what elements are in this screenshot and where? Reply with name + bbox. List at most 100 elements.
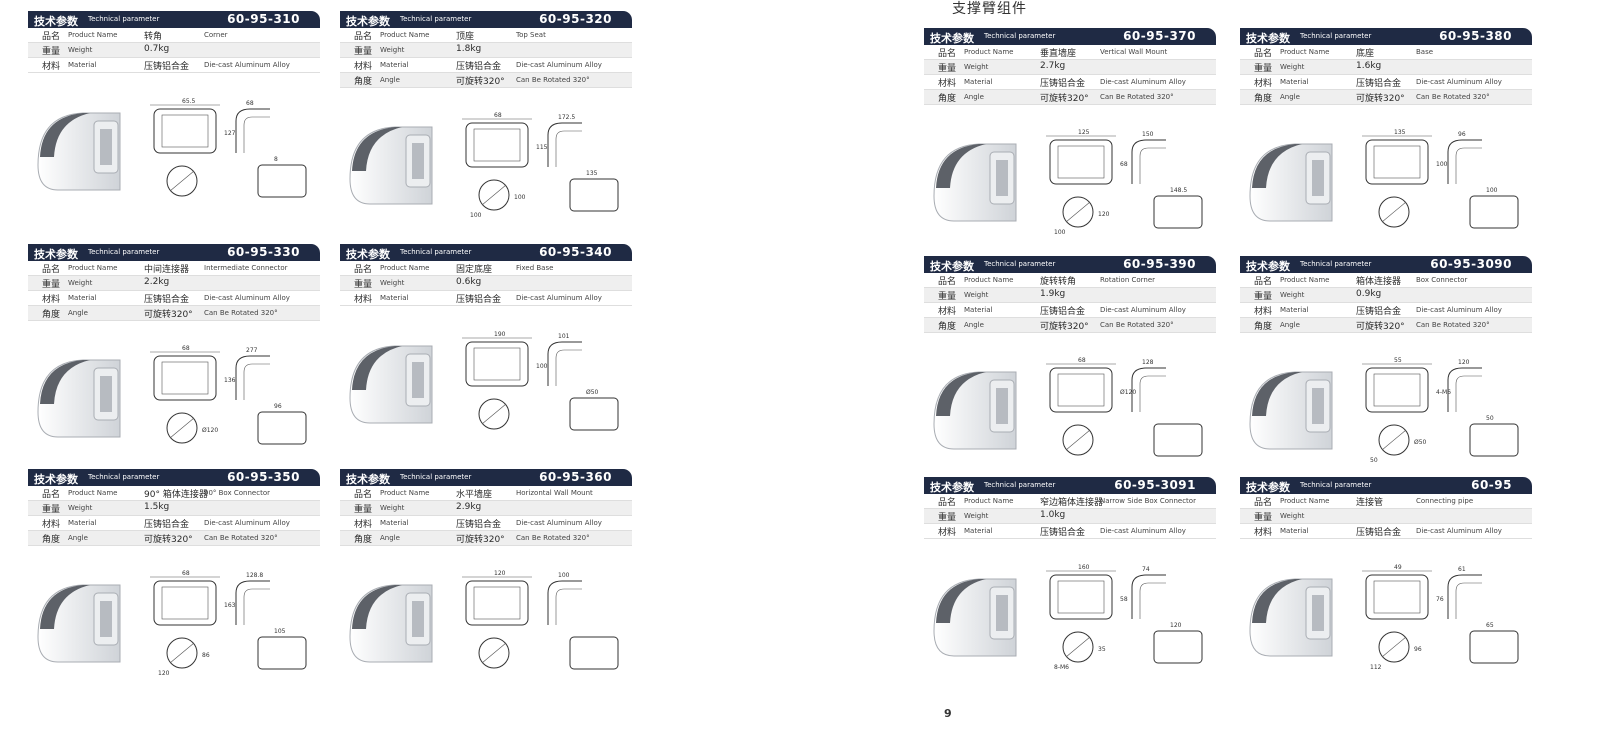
label-zh: 材料 <box>1254 528 1273 538</box>
weight-value: 1.6kg <box>1356 61 1382 71</box>
product-photo <box>37 112 121 191</box>
material-en: Die-cast Aluminum Alloy <box>1416 78 1502 86</box>
dimension-label: 100 <box>536 363 548 370</box>
header-en: Technical parameter <box>1300 260 1372 268</box>
label-zh: 角度 <box>42 535 61 545</box>
product-photo <box>37 584 121 663</box>
model-number: 60-95-3091 <box>1114 478 1196 492</box>
dimension-label: 172.5 <box>558 114 575 121</box>
header-en: Technical parameter <box>984 260 1056 268</box>
weight-value: 1.5kg <box>144 502 170 512</box>
label-zh: 品名 <box>354 265 373 275</box>
label-en: Material <box>380 61 409 69</box>
label-en: Angle <box>964 93 984 101</box>
angle-zh: 可旋转320° <box>1040 322 1089 332</box>
dimension-label: 120 <box>1170 622 1182 629</box>
label-zh: 角度 <box>354 77 373 87</box>
label-zh: 品名 <box>938 498 957 508</box>
dimension-label: 8 <box>274 156 278 163</box>
dimension-label: 100 <box>1054 229 1066 236</box>
label-en: Angle <box>964 321 984 329</box>
label-en: Product Name <box>68 489 118 497</box>
label-en: Weight <box>964 512 989 520</box>
header-zh: 技术参数 <box>346 248 390 261</box>
header-zh: 技术参数 <box>1246 260 1290 273</box>
header-zh: 技术参数 <box>1246 32 1290 45</box>
dimension-label: 148.5 <box>1170 187 1187 194</box>
product-name-zh: 90° 箱体连接器 <box>144 490 208 500</box>
label-zh: 重量 <box>42 280 61 290</box>
label-zh: 品名 <box>354 490 373 500</box>
product-name-zh: 顶座 <box>456 32 475 42</box>
header-zh: 技术参数 <box>346 15 390 28</box>
technical-drawing: 55 120 4-M6 50 Ø50 50 <box>1362 357 1519 464</box>
model-number: 60-95 <box>1471 478 1512 492</box>
label-zh: 品名 <box>42 32 61 42</box>
dimension-label: 135 <box>1394 129 1406 136</box>
dimension-label: 68 <box>494 112 502 119</box>
header-zh: 技术参数 <box>34 473 78 486</box>
material-zh: 压铸铝合金 <box>144 62 190 72</box>
angle-en: Can Be Rotated 320° <box>516 76 590 84</box>
material-en: Die-cast Aluminum Alloy <box>516 61 602 69</box>
header-zh: 技术参数 <box>346 473 390 486</box>
technical-drawing: 135 96 100 100 <box>1362 129 1519 229</box>
dimension-label: 100 <box>558 572 570 579</box>
label-zh: 材料 <box>42 520 61 530</box>
technical-drawing: 49 61 76 65 96 112 <box>1362 564 1519 671</box>
label-zh: 重量 <box>1254 513 1273 523</box>
dimension-label: 96 <box>274 403 282 410</box>
header-en: Technical parameter <box>1300 481 1372 489</box>
dimension-label: 163 <box>224 602 236 609</box>
dimension-label: 65.5 <box>182 98 196 105</box>
label-en: Material <box>68 519 97 527</box>
label-zh: 品名 <box>1254 49 1273 59</box>
model-number: 60-95-350 <box>227 470 300 484</box>
weight-value: 0.6kg <box>456 277 482 287</box>
label-en: Angle <box>68 309 88 317</box>
label-en: Material <box>964 527 993 535</box>
technical-drawing: 125 150 68 148.5 120 100 <box>1046 129 1203 236</box>
label-zh: 重量 <box>42 47 61 57</box>
label-zh: 材料 <box>1254 307 1273 317</box>
product-photo <box>349 126 433 205</box>
label-en: Material <box>68 61 97 69</box>
dimension-label: 120 <box>1098 211 1110 218</box>
technical-drawing: 68 128 Ø120 <box>1046 357 1203 457</box>
dimension-label: 35 <box>1098 646 1106 653</box>
label-zh: 角度 <box>42 310 61 320</box>
dimension-label: 50 <box>1370 457 1378 464</box>
product-photo <box>933 578 1017 657</box>
header-en: Technical parameter <box>88 473 160 481</box>
model-number: 60-95-340 <box>539 245 612 259</box>
label-en: Material <box>380 294 409 302</box>
label-en: Angle <box>68 534 88 542</box>
dimension-label: 101 <box>558 333 570 340</box>
material-en: Die-cast Aluminum Alloy <box>1416 306 1502 314</box>
dimension-label: 150 <box>1142 131 1154 138</box>
header-en: Technical parameter <box>400 15 472 23</box>
label-en: Product Name <box>1280 48 1330 56</box>
